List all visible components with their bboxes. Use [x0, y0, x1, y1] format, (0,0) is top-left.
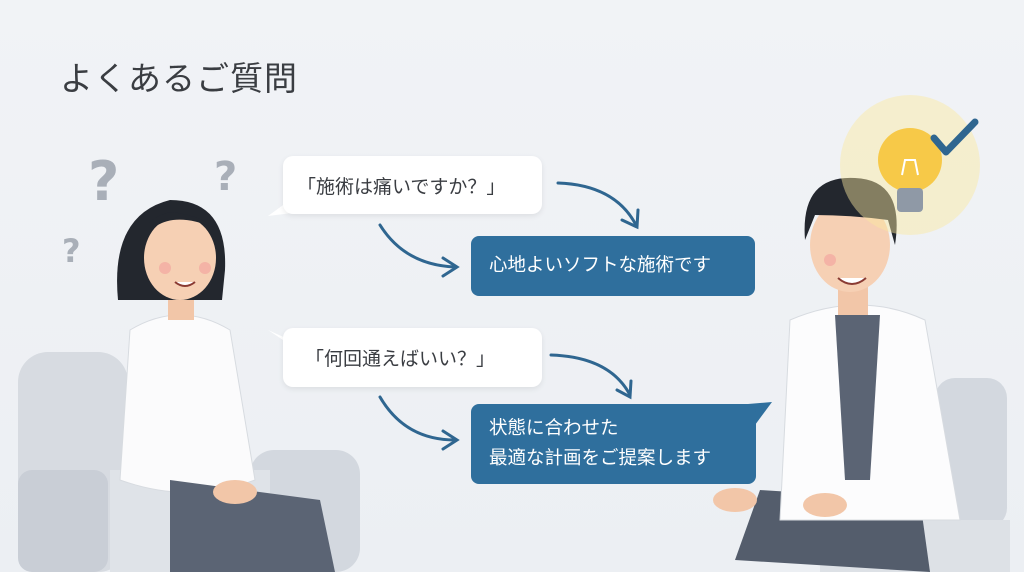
woman-patient — [117, 200, 335, 572]
doctor — [713, 177, 961, 572]
answer-text-line-1: 状態に合わせた — [489, 418, 619, 440]
question-mark-icon: ? — [88, 150, 119, 213]
question-text: 「何回通えばいい？」 — [305, 348, 496, 370]
question-mark-icon: ? — [214, 154, 237, 200]
page-title: よくあるご質問 — [60, 59, 298, 98]
arrow-icon — [549, 353, 632, 397]
answer-box-2: 状態に合わせた 最適な計画をご提案します — [471, 404, 756, 484]
answer-text: 心地よいソフトな施術です — [489, 255, 712, 277]
arrow-icon — [378, 223, 457, 269]
answer-box-1: 心地よいソフトな施術です — [471, 236, 755, 296]
lightbulb-icon — [840, 95, 980, 235]
arrow-icon — [378, 395, 457, 442]
arrow-icon — [556, 181, 638, 227]
question-text: 「施術は痛いですか？」 — [297, 175, 506, 198]
arrows — [378, 181, 640, 451]
question-mark-icon: ? — [62, 232, 81, 270]
checkmark-icon — [930, 118, 979, 156]
answer-text-line-2: 最適な計画をご提案します — [489, 448, 712, 469]
question-bubble-1: 「施術は痛いですか？」 — [283, 156, 542, 214]
question-bubble-2: 「何回通えばいい？」 — [283, 328, 542, 387]
